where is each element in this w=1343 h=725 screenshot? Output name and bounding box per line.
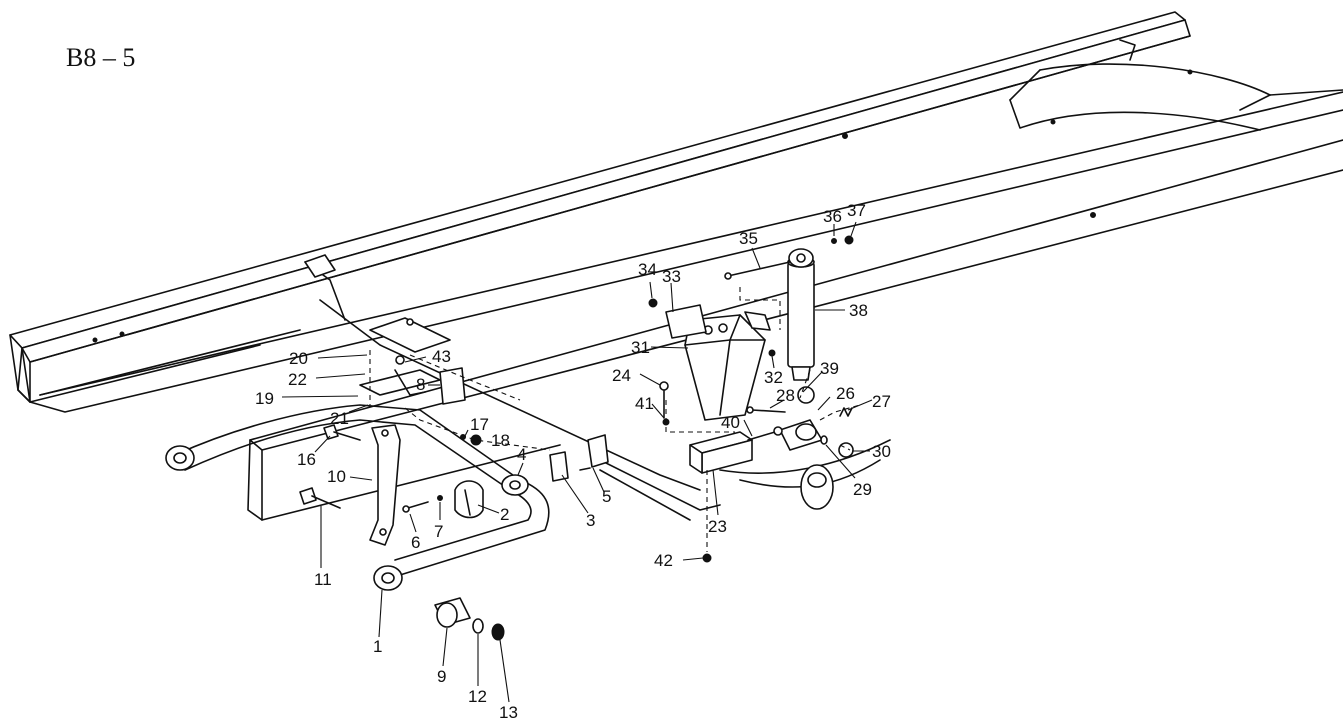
bushing-4 bbox=[501, 474, 529, 496]
label-31: 31 bbox=[631, 338, 650, 357]
label-11: 11 bbox=[314, 570, 332, 589]
shock-absorber bbox=[787, 248, 815, 404]
bolt-6 bbox=[402, 501, 429, 513]
label-24: 24 bbox=[612, 366, 631, 385]
bolt-16 bbox=[323, 424, 361, 441]
label-16: 16 bbox=[297, 450, 316, 469]
nut-42 bbox=[702, 553, 712, 563]
pin-5 bbox=[579, 434, 609, 471]
washer-29 bbox=[820, 435, 828, 445]
washer-12 bbox=[472, 618, 484, 634]
washer-32 bbox=[768, 349, 776, 357]
label-36: 36 bbox=[823, 207, 842, 226]
label-3: 3 bbox=[586, 511, 595, 530]
diagram-title: B8 – 5 bbox=[66, 43, 135, 72]
label-29: 29 bbox=[853, 480, 872, 499]
label-4: 4 bbox=[517, 445, 526, 464]
spring-27 bbox=[839, 407, 853, 417]
label-5: 5 bbox=[602, 487, 611, 506]
label-26: 26 bbox=[836, 384, 855, 403]
assembly-guidelines bbox=[369, 287, 861, 552]
frame-side-rail bbox=[9, 11, 1343, 413]
label-37: 37 bbox=[847, 201, 866, 220]
label-9: 9 bbox=[437, 667, 446, 686]
label-42: 42 bbox=[654, 551, 673, 570]
label-23: 23 bbox=[708, 517, 727, 536]
stabilizer-link bbox=[369, 424, 401, 546]
bolt-40 bbox=[747, 431, 776, 441]
label-40: 40 bbox=[721, 413, 740, 432]
rear-arch-frame bbox=[1009, 39, 1343, 131]
shock-absorber-bracket bbox=[684, 311, 771, 421]
rear-eye-bushing bbox=[800, 464, 834, 510]
label-35: 35 bbox=[739, 229, 758, 248]
label-18: 18 bbox=[491, 431, 510, 450]
label-39: 39 bbox=[820, 359, 839, 378]
nut-34 bbox=[648, 298, 658, 308]
label-2: 2 bbox=[500, 505, 509, 524]
stabilizer-bar bbox=[165, 404, 550, 591]
clamp-2 bbox=[454, 480, 484, 519]
front-mount-bracket bbox=[359, 317, 466, 405]
bolt-11 bbox=[299, 487, 341, 509]
label-28: 28 bbox=[776, 386, 795, 405]
label-12: 12 bbox=[468, 687, 487, 706]
label-43: 43 bbox=[432, 347, 451, 366]
bolt-28 bbox=[751, 409, 786, 413]
label-27: 27 bbox=[872, 392, 891, 411]
leader-lines bbox=[281, 221, 873, 703]
part-labels: 1 2 3 4 5 6 7 9 10 11 12 13 16 17 18 19 … bbox=[255, 201, 891, 722]
label-22: 22 bbox=[288, 370, 307, 389]
label-1: 1 bbox=[373, 637, 382, 656]
label-33: 33 bbox=[662, 267, 681, 286]
label-38: 38 bbox=[849, 301, 868, 320]
label-30: 30 bbox=[872, 442, 891, 461]
label-34: 34 bbox=[638, 260, 657, 279]
washer-36 bbox=[831, 238, 837, 244]
nut-37 bbox=[844, 235, 854, 245]
label-41: 41 bbox=[635, 394, 654, 413]
label-7: 7 bbox=[434, 522, 443, 541]
label-10: 10 bbox=[327, 467, 346, 486]
lower-mount-block bbox=[689, 431, 753, 474]
label-6: 6 bbox=[411, 533, 420, 552]
washer-7 bbox=[437, 495, 443, 501]
clip-3 bbox=[549, 451, 569, 482]
label-17: 17 bbox=[470, 415, 489, 434]
bolt-35 bbox=[727, 261, 791, 277]
label-19: 19 bbox=[255, 389, 274, 408]
label-8: 8 bbox=[416, 375, 425, 394]
bushing-9 bbox=[434, 597, 471, 628]
shim-33 bbox=[665, 304, 707, 339]
label-13: 13 bbox=[499, 703, 518, 722]
label-20: 20 bbox=[289, 349, 308, 368]
nut-18 bbox=[470, 434, 482, 446]
nut-13 bbox=[491, 623, 505, 641]
label-32: 32 bbox=[764, 368, 783, 387]
label-21: 21 bbox=[330, 409, 349, 428]
